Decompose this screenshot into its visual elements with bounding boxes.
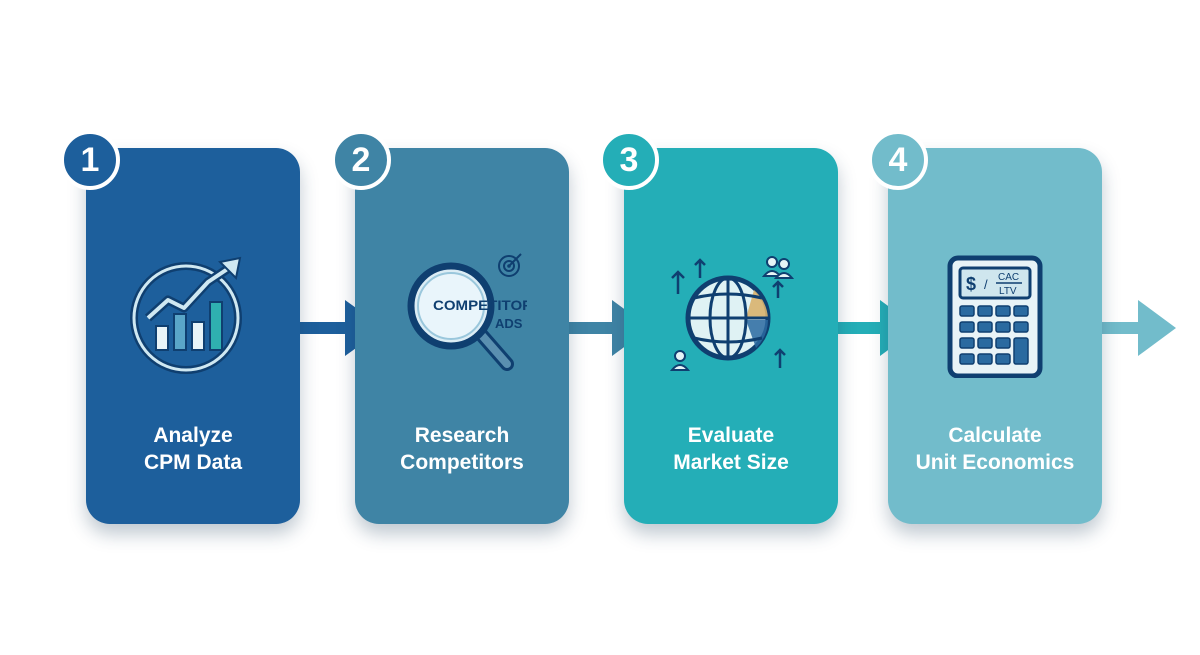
step-label-2-line1: Research — [414, 424, 510, 447]
step-badge-4: 4 — [868, 130, 928, 190]
target-icon — [498, 253, 522, 277]
step-label-3-line2: Market Size — [673, 451, 789, 474]
step-card-4: $ / CAC LTV Calculate Unit Economics — [888, 148, 1102, 524]
calculator-keys — [959, 305, 1029, 365]
cac-text: CAC — [998, 272, 1019, 283]
ads-text: ADS — [495, 316, 523, 331]
arrow-4-end — [1098, 300, 1176, 356]
ltv-text: LTV — [999, 286, 1017, 297]
step-badge-2: 2 — [331, 130, 391, 190]
people-icon — [669, 256, 795, 371]
step-label-4-line2: Unit Economics — [915, 451, 1075, 474]
competitor-text: COMPETITOR — [433, 297, 527, 313]
calculator-icon: $ / CAC LTV — [947, 255, 1043, 378]
step-label-4: Calculate Unit Economics — [888, 422, 1102, 476]
step-label-1: Analyze CPM Data — [86, 422, 300, 476]
magnifier-icon: COMPETITOR ADS — [407, 253, 527, 371]
step-badge-3: 3 — [599, 130, 659, 190]
step-badge-1: 1 — [60, 130, 120, 190]
step-label-2: Research Competitors — [355, 422, 569, 476]
step-label-1-line2: CPM Data — [143, 451, 243, 474]
step-card-3: Evaluate Market Size — [624, 148, 838, 524]
step-label-4-line1: Calculate — [948, 424, 1042, 447]
step-card-1: Analyze CPM Data — [86, 148, 300, 524]
step-card-2: COMPETITOR ADS Research Competitors — [355, 148, 569, 524]
globe-icon — [669, 256, 795, 371]
step-label-3: Evaluate Market Size — [624, 422, 838, 476]
slash-text: / — [984, 277, 988, 292]
step-label-2-line2: Competitors — [400, 451, 524, 474]
dollar-text: $ — [966, 274, 976, 294]
trend-chart-icon — [130, 256, 242, 374]
step-label-1-line1: Analyze — [153, 424, 233, 447]
growth-arrows — [671, 258, 786, 368]
step-label-3-line1: Evaluate — [687, 424, 775, 447]
